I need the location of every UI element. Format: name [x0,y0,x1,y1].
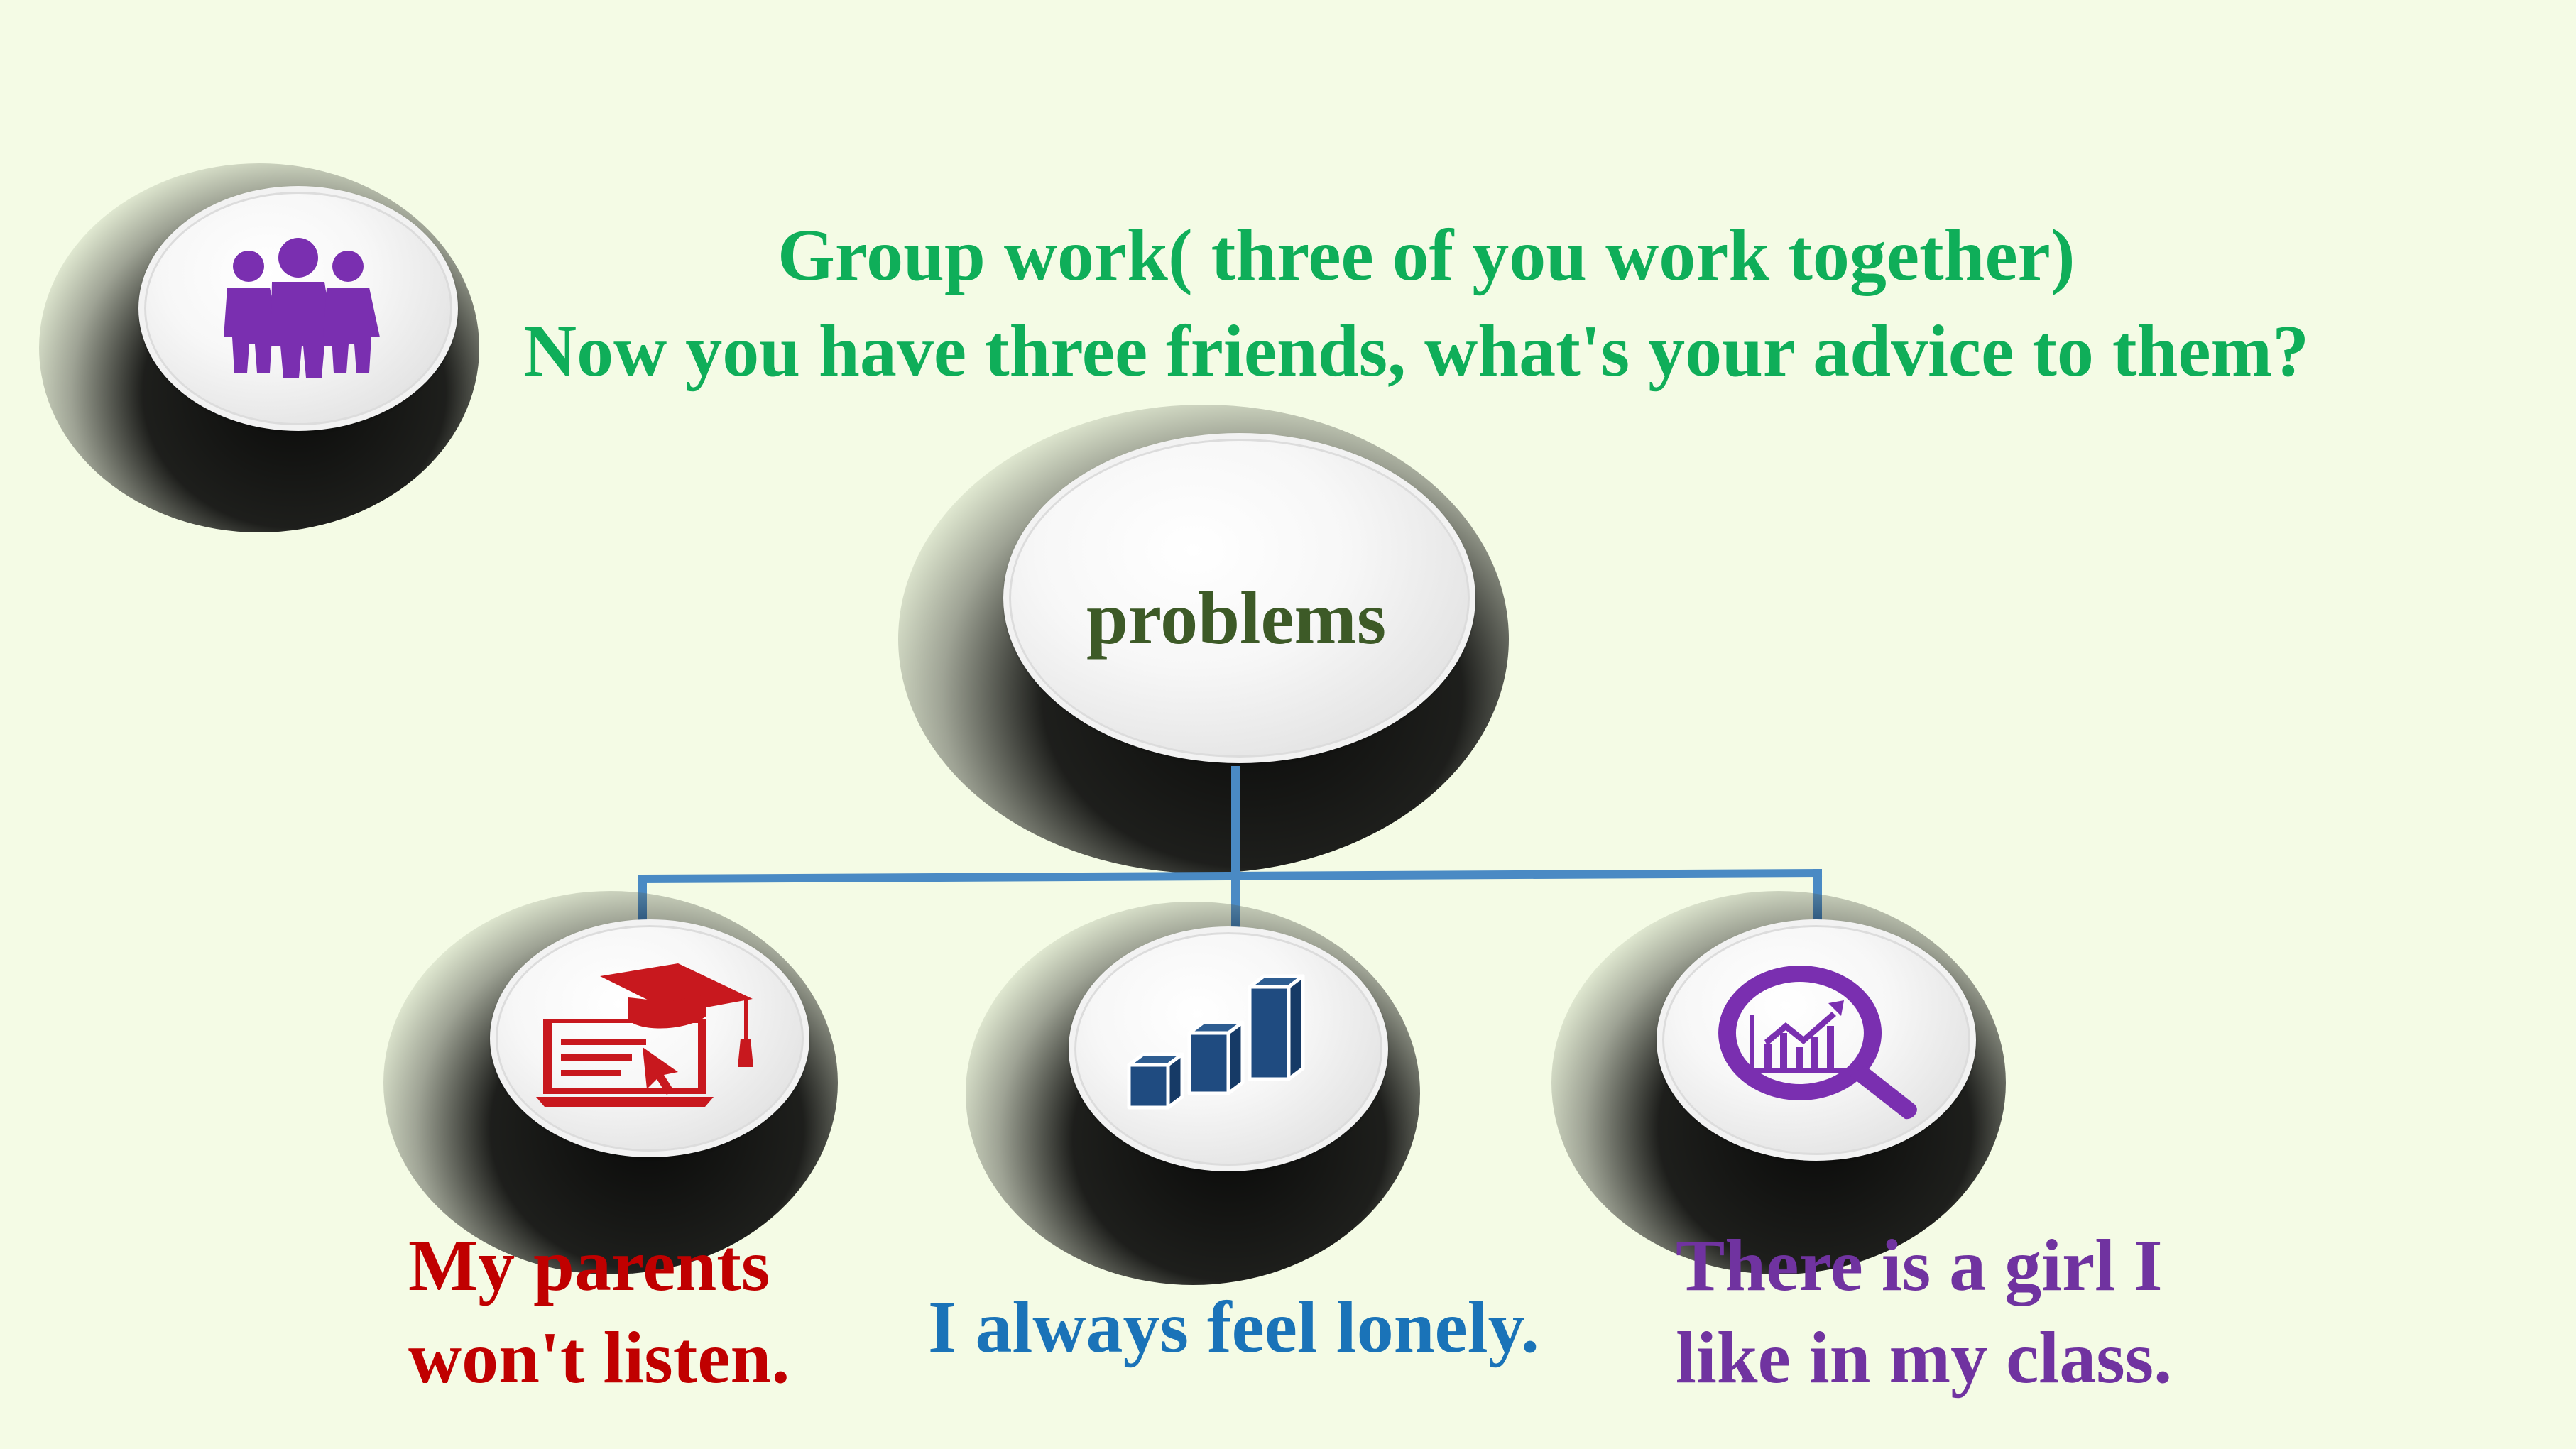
graduation-laptop-icon [536,963,753,1107]
problem-3-caption: There is a girl I like in my class. [1676,1220,2172,1404]
heading-line-1: Group work( three of you work together) [777,214,2075,296]
bar-blocks-icon [1127,974,1305,1110]
people-group-icon [224,238,380,378]
problem-3-line-1: There is a girl I [1676,1225,2163,1306]
center-disc-plate [1003,433,1475,763]
problem-1-line-1: My parents [408,1225,770,1306]
problem-2-line-1: I always feel lonely. [928,1286,1539,1368]
heading-line-2: Now you have three friends, what's your … [523,310,2310,392]
problem-1-caption: My parents won't listen. [408,1220,790,1404]
problem-1-line-2: won't listen. [408,1317,790,1399]
magnifier-chart-icon [1718,966,1917,1120]
problem-3-line-2: like in my class. [1676,1317,2173,1399]
problem-2-caption: I always feel lonely. [928,1281,1539,1374]
center-label: problems [1086,576,1387,660]
